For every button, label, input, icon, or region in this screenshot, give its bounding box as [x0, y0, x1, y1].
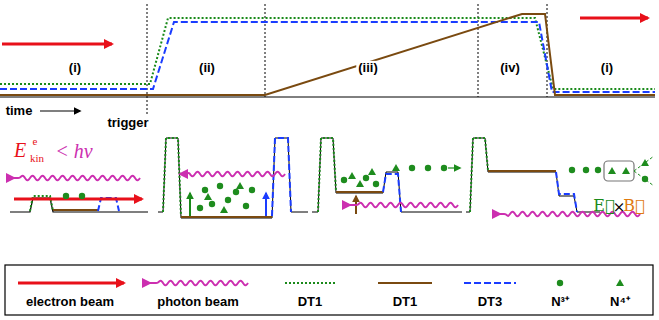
- ion-n3: [373, 181, 379, 187]
- ion-n3: [341, 177, 347, 183]
- ion-n3: [209, 201, 215, 207]
- phase-divider: [147, 4, 148, 130]
- ion-n3: [243, 203, 249, 209]
- legend-text: DT1: [393, 295, 418, 309]
- dt3-ramp-arrow: [265, 193, 267, 216]
- formula-text: kin: [30, 152, 44, 164]
- electron-beam: [580, 17, 648, 20]
- phase-label: (ii): [199, 61, 215, 75]
- time-axis: [0, 97, 655, 98]
- ion-n3: [569, 167, 575, 173]
- phase-divider: [547, 4, 548, 97]
- dt2-floor: [53, 209, 98, 211]
- ion-n3: [217, 183, 223, 189]
- phase-label: (iv): [500, 61, 520, 75]
- exb-filter: [604, 161, 634, 181]
- ion-n3: [583, 167, 589, 173]
- ion-n4: [641, 159, 649, 166]
- ion-n4: [220, 206, 228, 213]
- ion-n3: [441, 165, 447, 171]
- legend-text: DT1: [298, 295, 323, 309]
- ion-n3: [425, 165, 431, 171]
- legend-text: N⁴⁺: [610, 295, 630, 309]
- ion-n4: [368, 168, 376, 175]
- legend-dt1-sample: [285, 282, 336, 284]
- legend-text: photon beam: [157, 295, 239, 309]
- photon-beam: [350, 203, 458, 208]
- photon-beam: [180, 172, 285, 177]
- ion-n3: [197, 205, 203, 211]
- ion-escape: [448, 167, 460, 168]
- ion-n3: [79, 193, 85, 199]
- dt1-barrier: [470, 138, 488, 212]
- ion-n3: [63, 193, 69, 199]
- legend-text: electron beam: [26, 295, 114, 309]
- ion-n4: [622, 167, 630, 174]
- photon-beam: [14, 176, 140, 181]
- legend-text: DT3: [478, 295, 503, 309]
- dt2-floor: [181, 216, 272, 218]
- ion-n4: [392, 164, 400, 171]
- formula-text: E: [14, 139, 26, 161]
- dt1-ramp-arrow: [189, 193, 191, 216]
- phase-label: (i): [69, 61, 81, 75]
- dt2-floor: [488, 170, 556, 172]
- ion-n3: [557, 280, 563, 286]
- legend-dt3-sample: [464, 282, 516, 284]
- dt1-voltage: [0, 18, 655, 89]
- ion-n4: [616, 279, 624, 286]
- dt1-barrier: [318, 138, 336, 212]
- ion-n4: [204, 193, 212, 200]
- electron-beam: [2, 43, 112, 46]
- potential-base: [158, 138, 308, 218]
- dt2-voltage: [0, 14, 655, 95]
- ion-n3: [363, 175, 369, 181]
- potential-base: [466, 138, 600, 212]
- axis-label: time: [6, 104, 33, 118]
- ion-n3: [595, 167, 601, 173]
- dt1-barrier: [163, 138, 181, 216]
- ion-n3: [642, 176, 648, 182]
- potential-base: [312, 138, 462, 212]
- legend-box: [5, 265, 653, 315]
- ion-n3: [233, 189, 239, 195]
- phase-divider: [265, 4, 266, 97]
- n3-trajectory: [634, 171, 654, 186]
- dt3-barrier: [556, 172, 577, 212]
- formula-text: < hν: [55, 140, 92, 162]
- ion-n4: [348, 172, 356, 179]
- electron-beam: [14, 198, 142, 201]
- ion-n4: [236, 182, 244, 189]
- ion-n3: [409, 165, 415, 171]
- time-arrow: [40, 110, 80, 111]
- photon-beam: [150, 281, 248, 286]
- formula-text: B⃗: [623, 197, 644, 215]
- legend-text: N³⁺: [551, 295, 569, 309]
- dt3-voltage: [0, 22, 655, 92]
- n4-trajectory: [634, 156, 654, 171]
- phase-label: (iii): [356, 61, 380, 75]
- ion-n4: [608, 167, 616, 174]
- axis-label: trigger: [105, 116, 150, 130]
- formula-text: e: [33, 135, 38, 147]
- legend-dt2-sample: [378, 282, 432, 284]
- ion-n3: [202, 187, 208, 193]
- ion-n4: [356, 180, 364, 187]
- ion-n3: [225, 197, 231, 203]
- legend-electron-sample: [18, 282, 124, 285]
- formula-text: E⃗: [593, 197, 614, 215]
- ion-n3: [249, 187, 255, 193]
- phase-label: (i): [601, 61, 613, 75]
- dt2-floor: [336, 191, 383, 193]
